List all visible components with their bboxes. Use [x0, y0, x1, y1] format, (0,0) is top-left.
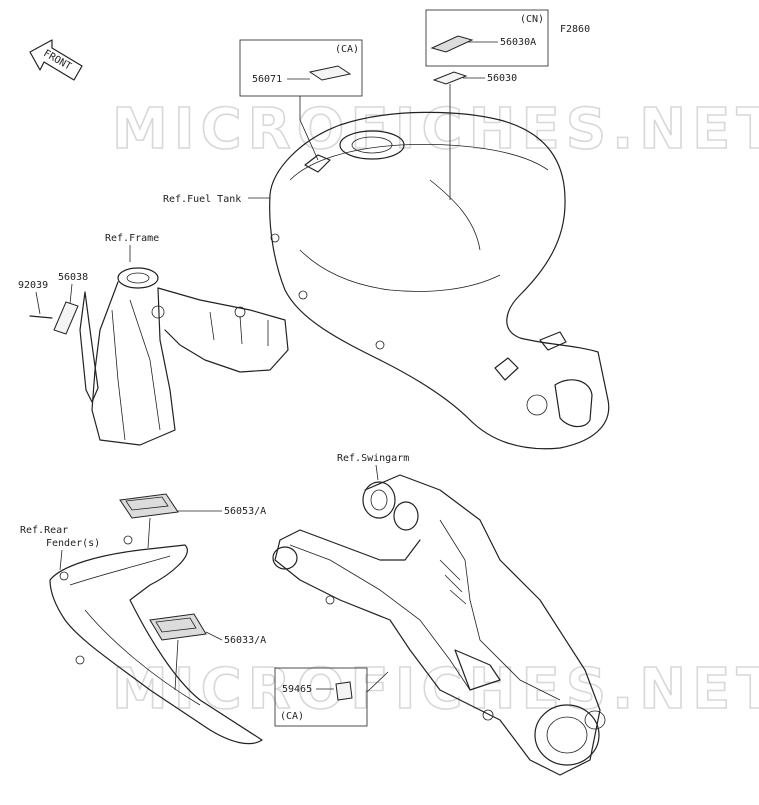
ca-bottom-label: (CA): [280, 711, 304, 722]
watermark-top: MICROFICHES.NET: [112, 97, 759, 162]
part-56053A[interactable]: 56053/A: [224, 506, 266, 517]
part-59465[interactable]: 59465: [282, 684, 312, 695]
ref-fuel-tank: Ref.Fuel Tank: [163, 194, 241, 205]
cn-top-label: (CN): [520, 14, 544, 25]
front-arrow-icon: FRONT: [29, 39, 83, 81]
ref-rear-line1: Ref.Rear: [20, 525, 68, 536]
cn-top-box: (CN) 56030A: [425, 9, 549, 67]
part-92039[interactable]: 92039: [18, 280, 48, 291]
part-56030A[interactable]: 56030A: [500, 37, 536, 48]
part-56071[interactable]: 56071: [252, 74, 282, 85]
ca-bottom-box: 59465 (CA): [274, 667, 368, 727]
swingarm: [272, 474, 606, 776]
ref-rear-line2: Fender(s): [46, 538, 100, 549]
part-56038[interactable]: 56038: [58, 272, 88, 283]
ca-top-box: (CA) 56071: [239, 39, 363, 97]
ca-top-label: (CA): [335, 44, 359, 55]
part-56033A[interactable]: 56033/A: [224, 635, 266, 646]
watermark-bottom: MICROFICHES.NET: [112, 657, 759, 722]
fuel-tank: [269, 111, 610, 450]
rear-fender: [49, 535, 263, 745]
part-56030[interactable]: 56030: [487, 73, 517, 84]
label-56030: 56030: [432, 71, 517, 200]
ref-frame: Ref.Frame: [105, 233, 159, 244]
ref-swingarm: Ref.Swingarm: [337, 453, 409, 464]
diagram-code: F2860: [560, 24, 590, 35]
frame: [79, 267, 289, 446]
